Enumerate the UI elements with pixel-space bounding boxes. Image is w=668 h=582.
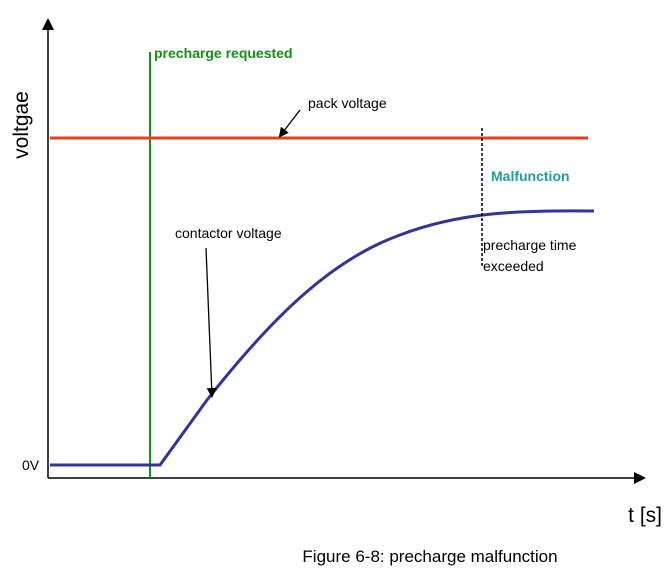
contactor-voltage-arrow bbox=[205, 247, 217, 398]
contactor-voltage-label: contactor voltage bbox=[175, 225, 282, 241]
precharge-time-label-line1: precharge time bbox=[483, 237, 577, 253]
pack-voltage-label: pack voltage bbox=[308, 95, 387, 111]
precharge-requested-label: precharge requested bbox=[154, 45, 293, 61]
zero-volt-label: 0V bbox=[22, 457, 40, 473]
x-axis-label: t [s] bbox=[628, 504, 662, 527]
pack-voltage-arrow bbox=[278, 109, 301, 138]
y-axis-label: voltgae bbox=[10, 91, 33, 159]
contactor-voltage-curve bbox=[50, 209, 595, 467]
figure-caption: Figure 6-8: precharge malfunction bbox=[302, 547, 557, 566]
precharge-time-label-line2: exceeded bbox=[483, 258, 544, 274]
malfunction-label: Malfunction bbox=[491, 168, 570, 184]
